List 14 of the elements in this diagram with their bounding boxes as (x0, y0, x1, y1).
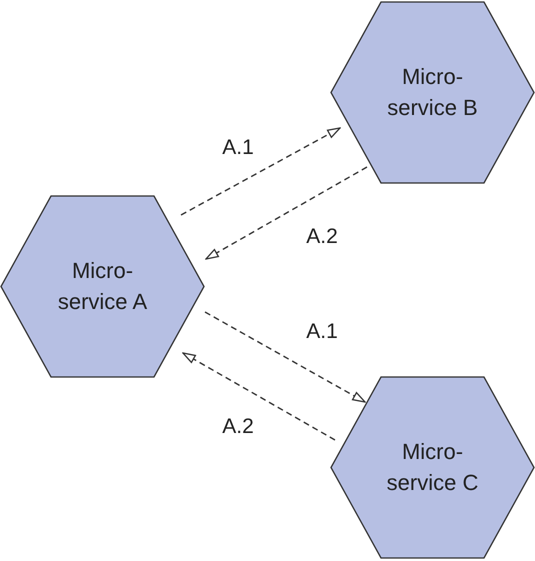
edge-label: A.1 (306, 320, 338, 344)
edge-label: A.2 (306, 225, 338, 249)
dashed-arrow (204, 311, 366, 403)
hexagon-node (330, 1, 535, 184)
node-label: Micro- service B (386, 62, 479, 122)
node-label: Micro- service A (56, 256, 148, 316)
edge-label: A.2 (222, 415, 254, 439)
hexagon-node (330, 376, 535, 559)
dashed-arrow (205, 166, 368, 260)
edge-label: A.1 (222, 136, 254, 160)
dashed-arrow (180, 127, 341, 216)
dashed-arrow (182, 352, 336, 441)
node-label: Micro- service C (386, 438, 480, 496)
hexagon-node (0, 195, 205, 378)
